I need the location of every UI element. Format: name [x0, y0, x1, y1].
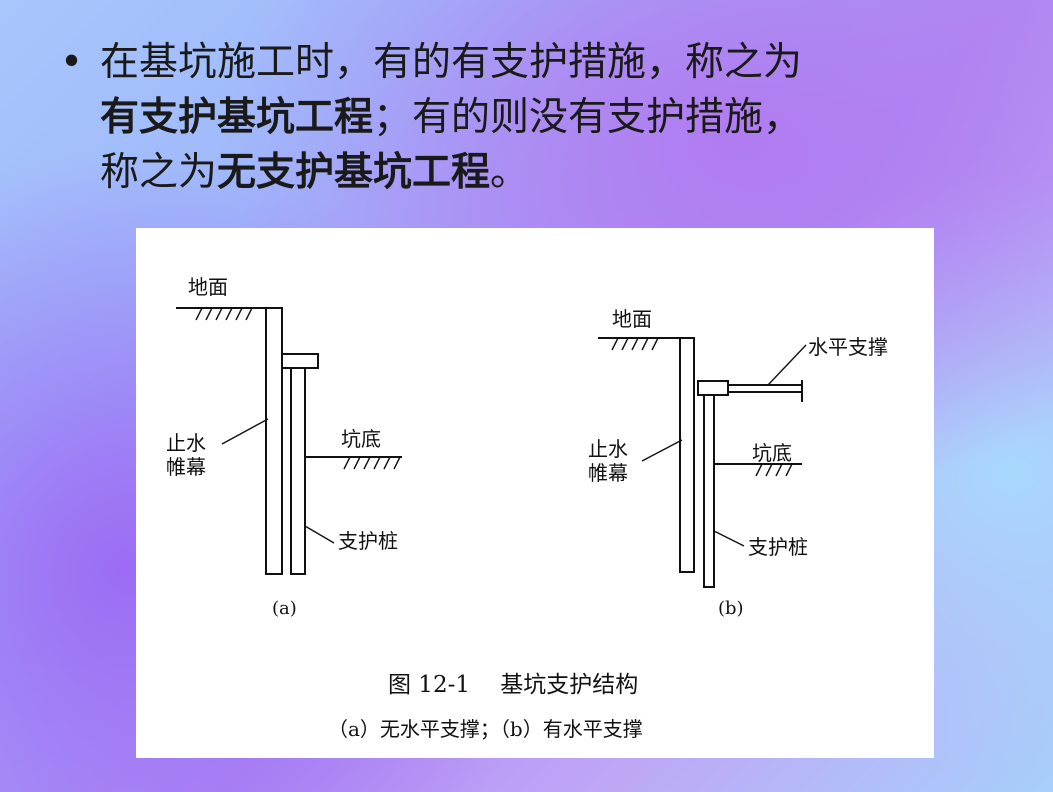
bullet-line-3: 称之为无支护基坑工程。: [100, 145, 990, 200]
water-curtain-a: [265, 307, 283, 575]
term-supported-pit: 有支护基坑工程: [100, 94, 374, 140]
label-ground-b: 地面: [612, 307, 652, 331]
leader-pile-b: [713, 530, 745, 547]
label-pit-bottom-b: 坑底: [752, 441, 792, 465]
pit-hatch-a: [343, 456, 401, 470]
figure-caption-subtitle: （a）无水平支撑；（b）有水平支撑: [328, 717, 643, 741]
bullet-line-3-end: 。: [490, 150, 530, 195]
label-pit-bottom-a: 坑底: [341, 427, 381, 451]
label-pile-a: 支护桩: [338, 529, 398, 553]
label-curtain-b-1: 止水: [588, 437, 628, 461]
bullet-line-1: 在基坑施工时，有的有支护措施，称之为: [100, 36, 990, 90]
capping-beam-a: [281, 353, 319, 369]
ground-hatch-b: [611, 337, 659, 351]
pit-hatch-b: [755, 463, 793, 477]
label-curtain-a-1: 止水: [166, 431, 206, 455]
diagram-b: 地面 水平支撑 坑底 止水 帷幕 支护桩: [588, 307, 888, 619]
pit-support-diagram: 地面 坑底 止水 帷幕 支护桩 (a): [166, 275, 888, 741]
diagram-a: 地面 坑底 止水 帷幕 支护桩 (a): [166, 275, 402, 619]
term-unsupported-pit: 无支护基坑工程: [217, 149, 491, 195]
label-ground-a: 地面: [188, 275, 228, 299]
label-curtain-a-2: 帷幕: [166, 455, 206, 479]
ground-hatch-a: [195, 307, 253, 321]
bullet-line-1-text: 在基坑施工时，有的有支护措施，称之为: [100, 40, 803, 85]
leader-curtain-a: [221, 418, 269, 445]
leader-strut: [767, 344, 807, 386]
label-strut: 水平支撑: [808, 335, 888, 359]
label-pile-b: 支护桩: [748, 535, 808, 559]
bullet-line-3-prefix: 称之为: [100, 150, 218, 195]
label-curtain-b-2: 帷幕: [588, 461, 628, 485]
water-curtain-b: [679, 337, 695, 573]
capping-beam-b: [697, 380, 729, 396]
leader-curtain-b: [641, 439, 683, 462]
bullet-text: 在基坑施工时，有的有支护措施，称之为 有支护基坑工程；有的则没有支护措施， 称之…: [100, 36, 990, 200]
support-pile-a: [290, 367, 306, 575]
bullet-line-2-rest: ；有的则没有支护措施，: [373, 95, 803, 140]
bullet-marker: •: [60, 40, 84, 85]
bullet-line-2: 有支护基坑工程；有的则没有支护措施，: [100, 90, 990, 145]
leader-pile-a: [304, 525, 335, 544]
tag-b: (b): [718, 598, 744, 619]
support-pile-b: [703, 394, 715, 588]
figure-panel: 地面 坑底 止水 帷幕 支护桩 (a): [136, 228, 934, 758]
tag-a: (a): [272, 598, 297, 619]
figure-caption-title: 图 12-1 基坑支护结构: [388, 672, 638, 698]
